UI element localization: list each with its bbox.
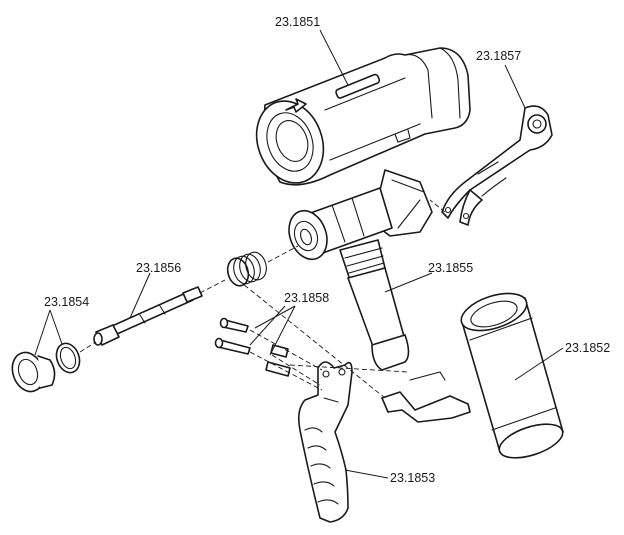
label-23-1854: 23.1854	[44, 295, 89, 309]
valve-spring	[226, 251, 267, 287]
label-23-1858: 23.1858	[284, 291, 329, 305]
label-23-1852: 23.1852	[565, 341, 610, 355]
part-23-1851-housing	[255, 47, 471, 186]
part-23-1853-handle	[298, 361, 353, 523]
part-23-1854-cap-and-oring	[11, 342, 81, 393]
part-23-1856-valve-stem	[93, 286, 203, 346]
part-23-1855-nozzle-assembly	[288, 169, 433, 371]
label-23-1857: 23.1857	[476, 49, 521, 63]
label-23-1853: 23.1853	[390, 471, 435, 485]
part-labels: 23.1851 23.1857 23.1855 23.1856 23.1858 …	[44, 15, 610, 485]
part-23-1852-sleeve	[460, 292, 564, 459]
leader-lines	[34, 29, 564, 479]
part-23-1858-pins-and-clip	[214, 317, 471, 423]
assembly-dashed-lines	[79, 199, 446, 399]
label-23-1856: 23.1856	[136, 261, 181, 275]
label-23-1851: 23.1851	[275, 15, 320, 29]
label-23-1855: 23.1855	[428, 261, 473, 275]
part-23-1857-lever	[441, 105, 553, 226]
